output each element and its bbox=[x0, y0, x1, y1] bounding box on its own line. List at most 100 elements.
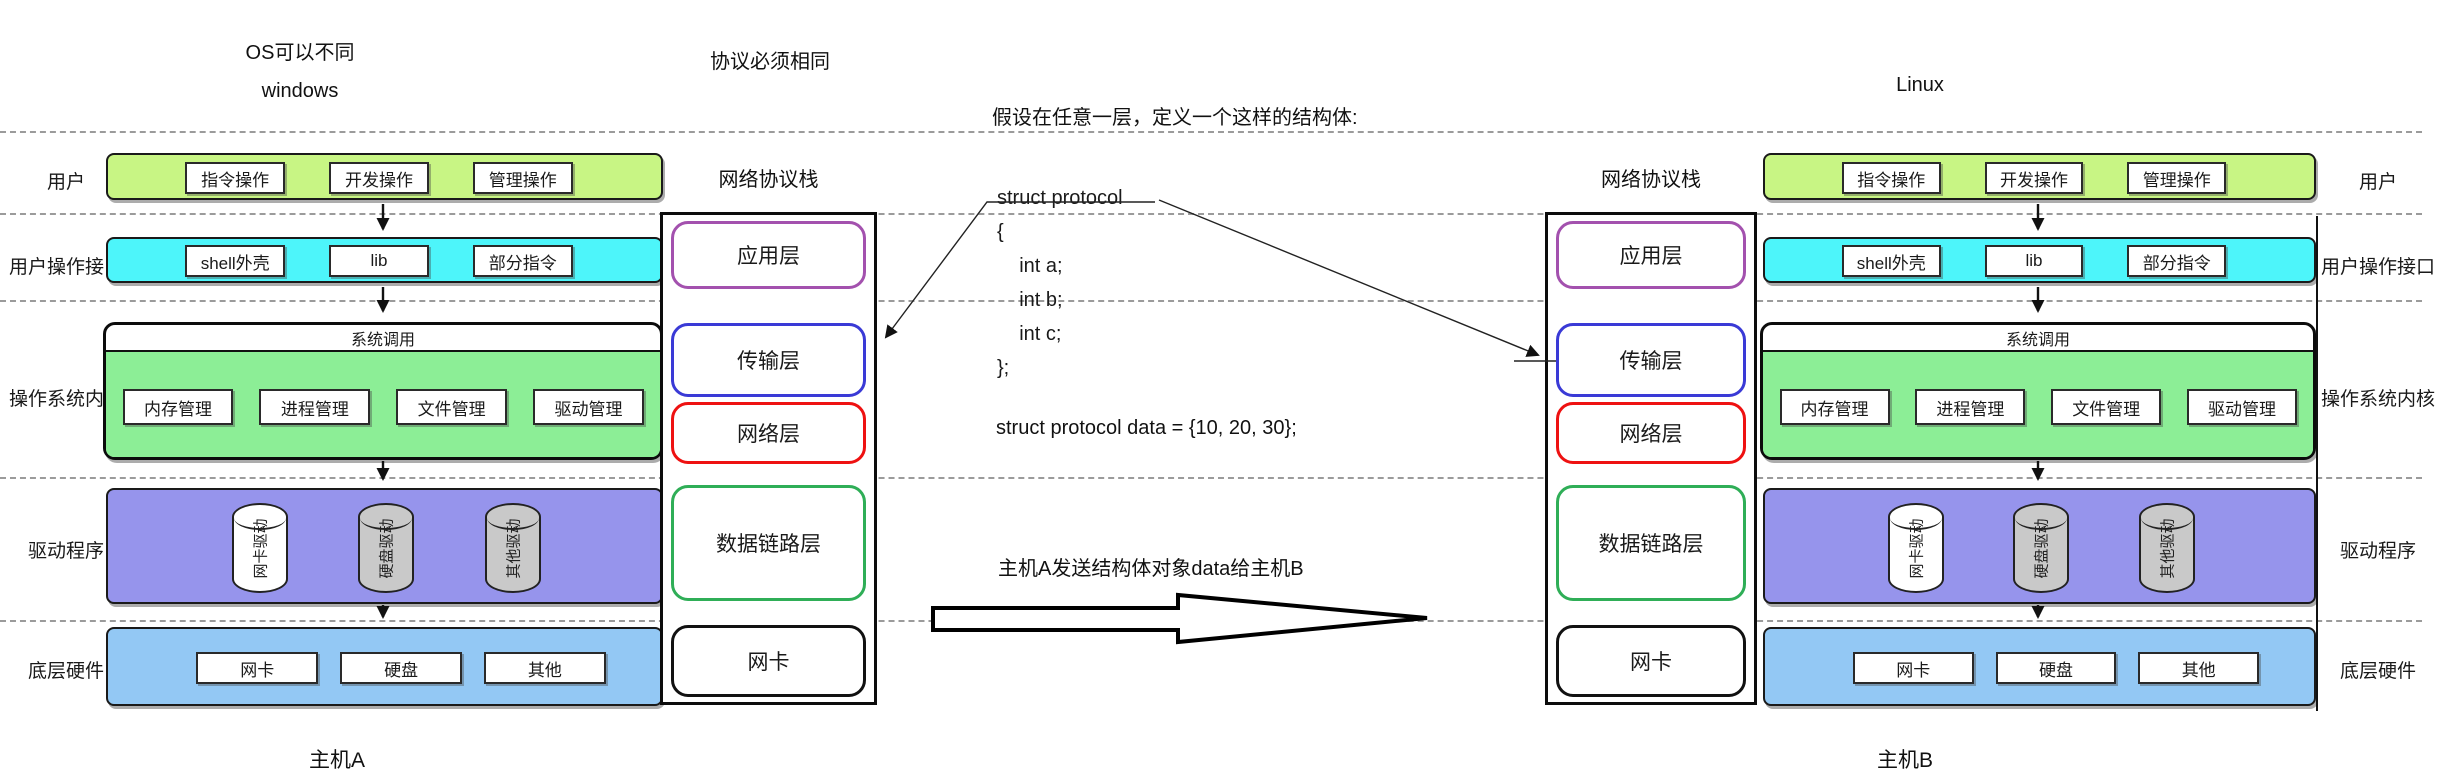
kernel-box: 文件管理 bbox=[2051, 389, 2162, 425]
layer-application: 应用层 bbox=[1556, 221, 1746, 289]
os-note: OS可以不同 bbox=[245, 42, 355, 64]
ui-box: shell外壳 bbox=[185, 245, 285, 277]
user-op-box: 管理操作 bbox=[2127, 162, 2227, 194]
ui-box: 部分指令 bbox=[472, 245, 573, 277]
user-op-box: 开发操作 bbox=[1984, 162, 2084, 194]
cylinder-label: 硬盘驱动 bbox=[378, 517, 396, 579]
kernel-box: 内存管理 bbox=[122, 389, 234, 425]
code-line: struct protocol bbox=[997, 187, 1123, 209]
host-b-kernel-box: 系统调用 内存管理 进程管理 文件管理 驱动管理 bbox=[1760, 322, 2316, 460]
layer-network: 网络层 bbox=[671, 402, 866, 464]
host-a-os-label: windows bbox=[261, 80, 339, 102]
hardware-box: 其他 bbox=[484, 652, 606, 684]
host-a-hardware-row: 网卡 硬盘 其他 bbox=[106, 627, 663, 706]
kernel-box: 驱动管理 bbox=[533, 389, 644, 425]
host-b-os-label: Linux bbox=[1896, 74, 1944, 96]
user-op-box: 指令操作 bbox=[185, 162, 285, 194]
driver-cylinder: 硬盘驱动 bbox=[357, 503, 414, 593]
row-label-driver: 驱动程序 bbox=[27, 541, 104, 562]
ui-box: 部分指令 bbox=[2127, 245, 2227, 277]
hardware-box: 硬盘 bbox=[340, 652, 462, 684]
host-a-kernel-box: 系统调用 内存管理 进程管理 文件管理 驱动管理 bbox=[103, 322, 663, 460]
row-label-ui: 用户操作接口 bbox=[2320, 257, 2435, 278]
protocol-note: 协议必须相同 bbox=[710, 51, 830, 73]
driver-cylinder: 硬盘驱动 bbox=[2013, 503, 2070, 593]
dashed-separator bbox=[0, 131, 2422, 133]
layer-transport: 传输层 bbox=[1556, 323, 1746, 397]
cylinder-label: 其他驱动 bbox=[2159, 517, 2177, 579]
layer-network: 网络层 bbox=[1556, 402, 1746, 464]
host-a-name: 主机A bbox=[308, 749, 365, 772]
dashed-separator bbox=[0, 213, 2422, 215]
row-label-hardware: 底层硬件 bbox=[27, 661, 104, 682]
row-label-kernel: 操作系统内核 bbox=[2320, 389, 2435, 410]
struct-data-line: struct protocol data = {10, 20, 30}; bbox=[996, 417, 1297, 439]
struct-leader-lines bbox=[884, 199, 1556, 362]
syscall-band: 系统调用 bbox=[1763, 325, 2313, 352]
protocol-stack-b: 应用层 传输层 网络层 数据链路层 网卡 bbox=[1545, 212, 1757, 705]
code-line: }; bbox=[997, 357, 1010, 379]
kernel-box: 驱动管理 bbox=[2187, 389, 2298, 425]
layer-nic: 网卡 bbox=[671, 625, 866, 697]
dashed-separator bbox=[0, 300, 2422, 302]
layer-nic: 网卡 bbox=[1556, 625, 1746, 697]
stack-b-title: 网络协议栈 bbox=[1601, 169, 1701, 191]
layer-transport: 传输层 bbox=[671, 323, 866, 397]
kernel-box: 内存管理 bbox=[1779, 389, 1890, 425]
send-arrow bbox=[931, 592, 1428, 645]
row-label-ui: 用户操作接口 bbox=[8, 257, 123, 278]
user-op-box: 管理操作 bbox=[472, 162, 573, 194]
dashed-separator bbox=[0, 620, 2422, 622]
driver-cylinder: 网卡驱动 bbox=[1887, 503, 1944, 593]
cylinder-label: 其他驱动 bbox=[505, 517, 523, 579]
host-a-user-row: 指令操作 开发操作 管理操作 bbox=[106, 153, 663, 200]
kernel-box: 进程管理 bbox=[259, 389, 371, 425]
layer-datalink: 数据链路层 bbox=[1556, 485, 1746, 601]
hardware-box: 网卡 bbox=[196, 652, 319, 684]
ui-box: lib bbox=[1984, 245, 2084, 277]
code-line: int c; bbox=[997, 323, 1062, 345]
kernel-area: 内存管理 进程管理 文件管理 驱动管理 bbox=[1763, 352, 2313, 457]
kernel-box: 进程管理 bbox=[1915, 389, 2026, 425]
row-label-kernel: 操作系统内核 bbox=[8, 389, 123, 410]
hardware-box: 其他 bbox=[2138, 652, 2260, 684]
host-b-ui-row: shell外壳 lib 部分指令 bbox=[1763, 237, 2316, 283]
host-b-boundary-line bbox=[2316, 216, 2318, 711]
struct-code-block: struct protocol { int a; int b; int c; }… bbox=[997, 181, 1123, 385]
kernel-area: 内存管理 进程管理 文件管理 驱动管理 bbox=[106, 352, 660, 457]
code-line: int a; bbox=[997, 255, 1063, 277]
host-b-driver-row: 网卡驱动 硬盘驱动 其他驱动 bbox=[1763, 488, 2316, 604]
row-label-driver: 驱动程序 bbox=[2339, 541, 2416, 562]
row-label-user: 用户 bbox=[2358, 172, 2397, 193]
protocol-stack-a: 应用层 传输层 网络层 数据链路层 网卡 bbox=[660, 212, 877, 705]
code-line: { bbox=[997, 221, 1004, 243]
stack-a-title: 网络协议栈 bbox=[718, 169, 819, 191]
row-label-user: 用户 bbox=[46, 172, 85, 193]
send-label: 主机A发送结构体对象data给主机B bbox=[998, 558, 1304, 580]
driver-cylinder: 网卡驱动 bbox=[231, 503, 288, 593]
layer-application: 应用层 bbox=[671, 221, 866, 289]
dashed-separator bbox=[0, 477, 2422, 479]
struct-intro: 假设在任意一层，定义一个这样的结构体: bbox=[992, 107, 1358, 129]
hardware-box: 网卡 bbox=[1852, 652, 1974, 684]
row-label-hardware: 底层硬件 bbox=[2339, 661, 2416, 682]
hardware-box: 硬盘 bbox=[1995, 652, 2117, 684]
driver-cylinder: 其他驱动 bbox=[485, 503, 542, 593]
host-a-ui-row: shell外壳 lib 部分指令 bbox=[106, 237, 663, 283]
user-op-box: 开发操作 bbox=[329, 162, 429, 194]
cylinder-label: 网卡驱动 bbox=[252, 517, 270, 579]
user-op-box: 指令操作 bbox=[1841, 162, 1941, 194]
cylinder-label: 网卡驱动 bbox=[1908, 517, 1926, 579]
ui-box: shell外壳 bbox=[1841, 245, 1941, 277]
cylinder-label: 硬盘驱动 bbox=[2033, 517, 2051, 579]
host-b-user-row: 指令操作 开发操作 管理操作 bbox=[1763, 153, 2316, 200]
host-a-driver-row: 网卡驱动 硬盘驱动 其他驱动 bbox=[106, 488, 663, 604]
host-b-hardware-row: 网卡 硬盘 其他 bbox=[1763, 627, 2316, 706]
kernel-box: 文件管理 bbox=[396, 389, 508, 425]
driver-cylinder: 其他驱动 bbox=[2139, 503, 2196, 593]
code-line: int b; bbox=[997, 289, 1063, 311]
layer-datalink: 数据链路层 bbox=[671, 485, 866, 601]
syscall-band: 系统调用 bbox=[106, 325, 660, 352]
ui-box: lib bbox=[329, 245, 429, 277]
